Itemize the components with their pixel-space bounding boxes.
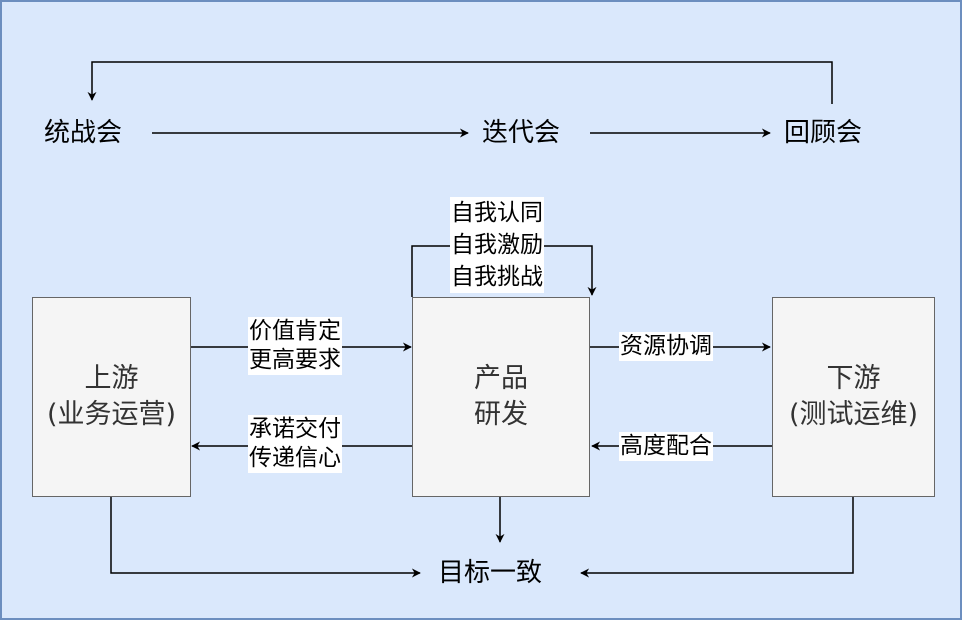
label-higher-demands: 更高要求: [249, 347, 341, 373]
meeting-kickoff: 统战会: [44, 118, 123, 148]
meeting-retro: 回顾会: [784, 118, 863, 148]
node-upstream: 上游 (业务运营): [32, 297, 191, 497]
meeting-iteration: 迭代会: [482, 118, 561, 148]
label-self-loop: 自我认同 自我激励 自我挑战: [450, 197, 544, 293]
edge-downstream-to-goal: [580, 497, 854, 578]
node-rnd: 产品 研发: [412, 297, 590, 497]
label-value-recognition: 价值肯定: [249, 318, 341, 344]
edge-upstream-to-goal: [110, 497, 421, 578]
label-commit-delivery: 承诺交付: [249, 416, 341, 442]
node-downstream-title: 下游: [826, 363, 881, 394]
edge-retro-to-kickoff: [87, 61, 833, 104]
node-upstream-subtitle: (业务运营): [46, 399, 177, 430]
node-upstream-title: 上游: [84, 363, 139, 394]
label-upstream-to-rnd: 价值肯定 更高要求: [248, 317, 342, 375]
label-self-motivation: 自我激励: [451, 232, 543, 258]
node-rnd-line1: 产品: [474, 363, 528, 394]
node-downstream: 下游 (测试运维): [772, 297, 935, 497]
label-self-identity: 自我认同: [451, 200, 543, 226]
label-self-challenge: 自我挑战: [451, 264, 543, 290]
node-rnd-line2: 研发: [474, 399, 528, 430]
label-close-cooperation: 高度配合: [619, 432, 713, 461]
goal-alignment: 目标一致: [438, 558, 543, 588]
label-resource-coordination: 资源协调: [619, 332, 713, 361]
label-rnd-to-upstream: 承诺交付 传递信心: [248, 415, 342, 473]
label-convey-confidence: 传递信心: [249, 445, 341, 471]
node-downstream-subtitle: (测试运维): [788, 399, 919, 430]
